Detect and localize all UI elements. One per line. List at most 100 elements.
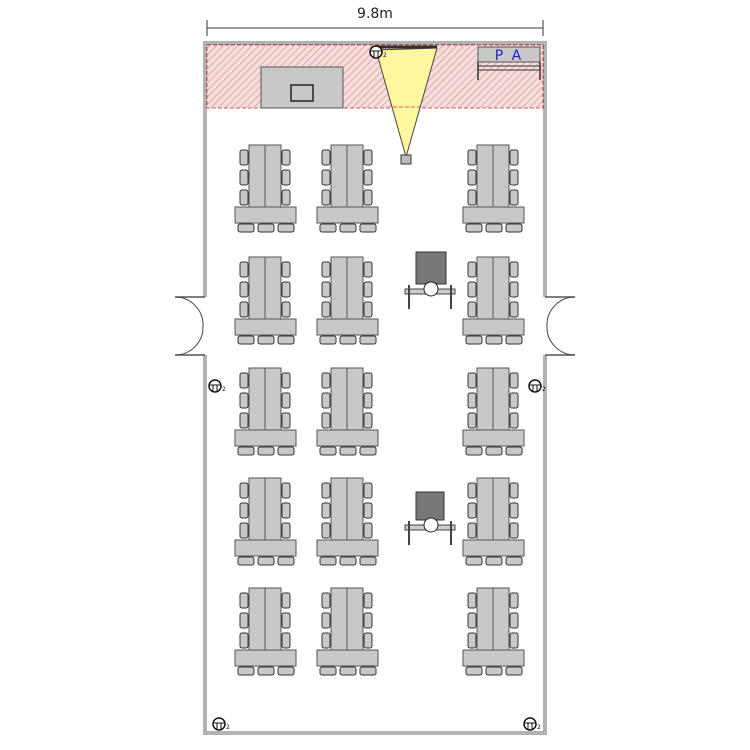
chair: [363, 412, 373, 429]
chair: [319, 223, 337, 233]
chair: [509, 169, 519, 186]
chair: [363, 632, 373, 649]
socket-mark: 2: [226, 724, 230, 731]
chair: [509, 482, 519, 499]
head-table: [462, 649, 525, 667]
chair: [321, 281, 331, 298]
chair: [467, 632, 477, 649]
chair: [509, 301, 519, 318]
chair: [237, 666, 255, 676]
table: [476, 367, 494, 431]
head-table: [234, 318, 297, 336]
chair: [321, 612, 331, 629]
table: [492, 587, 510, 651]
chair: [509, 189, 519, 206]
table: [492, 367, 510, 431]
head-table: [234, 429, 297, 447]
table: [346, 256, 364, 320]
socket-icon: 2: [208, 379, 226, 393]
chair: [339, 335, 357, 345]
chair: [467, 592, 477, 609]
chair: [359, 223, 377, 233]
chair: [363, 301, 373, 318]
chair: [485, 556, 503, 566]
pa-label: P A: [495, 48, 523, 64]
podiums: [404, 251, 456, 545]
table: [346, 144, 364, 208]
chair: [281, 149, 291, 166]
table-group-r1-c1: [234, 144, 297, 233]
chair: [239, 502, 249, 519]
dimension-label: 9.8m: [357, 6, 393, 22]
chair: [509, 392, 519, 409]
chair: [467, 169, 477, 186]
monitor: [415, 491, 445, 521]
desk-legs: [408, 285, 452, 309]
chair: [277, 223, 295, 233]
chair: [237, 446, 255, 456]
table: [248, 587, 266, 651]
table-group-r5-c1: [234, 587, 297, 676]
socket-icon: 2: [523, 717, 541, 731]
chair: [281, 261, 291, 278]
chair: [467, 149, 477, 166]
chair: [467, 502, 477, 519]
table: [476, 256, 494, 320]
table: [492, 477, 510, 541]
socket-mark: 2: [537, 724, 541, 731]
chair: [467, 261, 477, 278]
chair: [509, 281, 519, 298]
head-table: [316, 206, 379, 224]
chair: [509, 261, 519, 278]
table: [330, 477, 348, 541]
chair: [277, 335, 295, 345]
dimension-line: 9.8m: [206, 6, 544, 36]
chair: [363, 522, 373, 539]
chair: [509, 632, 519, 649]
door-swing: [174, 296, 204, 356]
chair: [509, 149, 519, 166]
chair: [363, 592, 373, 609]
table: [346, 367, 364, 431]
chair: [239, 632, 249, 649]
socket-pins: [209, 384, 221, 392]
chair: [363, 612, 373, 629]
chair: [485, 335, 503, 345]
chair: [339, 666, 357, 676]
chair: [239, 189, 249, 206]
chair: [467, 301, 477, 318]
table: [476, 144, 494, 208]
socket-body: [528, 379, 542, 393]
chair: [321, 482, 331, 499]
table: [346, 477, 364, 541]
chair: [239, 281, 249, 298]
chair: [281, 189, 291, 206]
table: [346, 587, 364, 651]
door-right: [545, 296, 576, 356]
socket-mark: 2: [542, 386, 546, 393]
chair: [465, 446, 483, 456]
head-table: [462, 539, 525, 557]
monitor: [415, 251, 447, 285]
chair: [509, 412, 519, 429]
chair: [467, 392, 477, 409]
chair: [239, 372, 249, 389]
chair: [509, 612, 519, 629]
chair: [321, 632, 331, 649]
chair: [467, 189, 477, 206]
chair: [239, 392, 249, 409]
wall-inner: [204, 42, 546, 734]
chair: [467, 482, 477, 499]
door-left: [174, 296, 205, 356]
table: [264, 367, 282, 431]
chair: [257, 446, 275, 456]
chair: [319, 556, 337, 566]
chair: [321, 392, 331, 409]
head-table: [316, 318, 379, 336]
chair: [467, 281, 477, 298]
chair: [239, 612, 249, 629]
table-group-r2-c2: [316, 256, 379, 345]
table-group-r4-c3: [462, 477, 525, 566]
